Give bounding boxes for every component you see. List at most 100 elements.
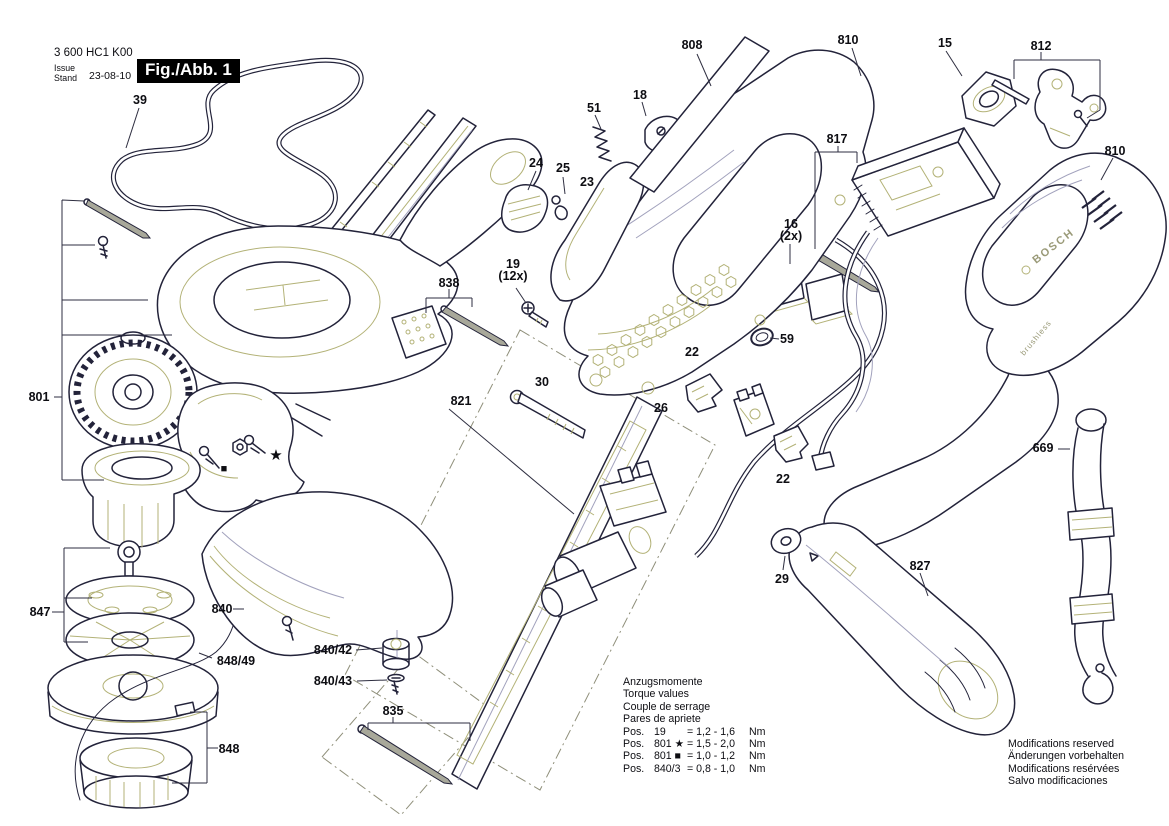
part-label-15: 15 xyxy=(938,36,952,50)
torque-row-pos: 19 xyxy=(654,725,666,738)
part-label-22-upper: 22 xyxy=(685,345,699,359)
part-label-817: 817 xyxy=(826,132,848,146)
notice-de: Änderungen vorbehalten xyxy=(1008,750,1125,763)
part-39-cable xyxy=(110,57,364,232)
part-835-pin xyxy=(357,724,454,785)
part-59-oring xyxy=(750,327,774,347)
part-827-tube xyxy=(788,522,1016,736)
part-26-spindle-cluster xyxy=(540,460,667,618)
part-25-link xyxy=(551,195,568,221)
part-label-16: 16(2x) xyxy=(779,217,803,243)
torque-row-unit: Nm xyxy=(749,762,766,775)
part-810-housing-right: BOSCH brushless xyxy=(823,152,1167,550)
torque-row-prefix: Pos. xyxy=(623,738,645,751)
part-label-19-qty: (12x) xyxy=(498,269,528,283)
part-30-bolt xyxy=(509,389,586,439)
issue-date: 23-08-10 xyxy=(89,70,132,82)
notice-en: Modifications reserved xyxy=(1008,738,1114,750)
torque-row-prefix: Pos. xyxy=(623,725,645,738)
torque-values-block: Anzugsmomente Torque values Couple de se… xyxy=(623,676,765,775)
torque-row-prefix: Pos. xyxy=(623,762,645,775)
part-840-guard xyxy=(201,491,454,695)
torque-title-de: Anzugsmomente xyxy=(623,676,703,688)
figure-label: Fig./Abb. 1 xyxy=(137,59,240,83)
part-51-spring xyxy=(592,126,612,162)
part-801-guard-assembly xyxy=(83,138,543,394)
part-label-669: 669 xyxy=(1032,441,1054,455)
part-label-835: 835 xyxy=(382,704,404,718)
torque-row: Pos. 19 = 1,2 - 1,6 Nm xyxy=(623,726,765,738)
torque-title-en: Torque values xyxy=(623,688,689,701)
torque-row-pos: 801 ■ xyxy=(654,750,682,763)
part-801-field-cup xyxy=(81,443,201,548)
part-label-801: 801 xyxy=(28,390,50,404)
part-label-810-right: 810 xyxy=(1104,144,1126,158)
torque-row-unit: Nm xyxy=(749,725,766,738)
part-817-module xyxy=(811,127,1001,471)
stand-word: Stand xyxy=(54,72,77,83)
torque-row: Pos. 840/3 = 0,8 - 1,0 Nm xyxy=(623,763,765,775)
part-15-cap xyxy=(961,71,1017,127)
part-26-switch xyxy=(733,383,775,437)
part-847-stack xyxy=(65,540,195,668)
part-22-clip-upper xyxy=(685,373,723,413)
part-label-19: 19(12x) xyxy=(498,257,528,283)
part-29-washer xyxy=(770,527,802,555)
torque-title-fr: Couple de serrage xyxy=(623,700,711,713)
part-label-24: 24 xyxy=(529,156,543,170)
part-label-840-43: 840/43 xyxy=(313,674,353,688)
part-label-812: 812 xyxy=(1030,39,1052,53)
part-669-strap xyxy=(1067,408,1117,705)
part-838-plate xyxy=(391,305,510,359)
part-19-screw xyxy=(521,301,549,328)
part-label-16-number: 16 xyxy=(784,217,798,231)
part-label-23: 23 xyxy=(580,175,594,189)
notice-es: Salvo modificaciones xyxy=(1008,774,1108,787)
part-22-clip-lower xyxy=(773,425,809,463)
part-label-19-number: 19 xyxy=(506,257,520,271)
part-808-sticker xyxy=(629,36,770,193)
torque-row-pos: 840/3 xyxy=(654,762,681,775)
torque-row: Pos. 801 ■ = 1,0 - 1,2 Nm xyxy=(623,750,765,762)
torque-row-pos: 801 ★ xyxy=(654,738,685,751)
product-code: 3 600 HC1 K00 xyxy=(54,47,133,59)
part-label-827: 827 xyxy=(909,559,931,573)
part-label-810-left: 810 xyxy=(837,33,859,47)
part-label-838: 838 xyxy=(438,276,460,290)
part-848-spool xyxy=(47,599,237,809)
part-24-cap xyxy=(500,184,549,233)
torque-row-prefix: Pos. xyxy=(623,750,645,763)
torque-title-es: Pares de apriete xyxy=(623,713,701,726)
torque-row-value: = 1,0 - 1,2 xyxy=(687,750,735,763)
issue-word: Issue xyxy=(54,63,76,73)
part-label-25: 25 xyxy=(556,161,570,175)
torque-row-unit: Nm xyxy=(749,738,766,751)
torque-row: Pos. 801 ★ = 1,5 - 2,0 Nm xyxy=(623,738,765,750)
part-label-59: 59 xyxy=(780,332,794,346)
part-label-16-qty: (2x) xyxy=(779,229,803,243)
part-label-26: 26 xyxy=(654,401,668,415)
square-marker-icon: ■ xyxy=(220,463,228,475)
notice-fr: Modifications resérvées xyxy=(1008,762,1120,775)
torque-row-unit: Nm xyxy=(749,750,766,763)
part-label-847: 847 xyxy=(29,605,51,619)
part-label-840: 840 xyxy=(211,602,233,616)
part-label-848-49: 848/49 xyxy=(216,654,256,668)
star-marker-icon: ★ xyxy=(269,447,283,464)
torque-row-value: = 0,8 - 1,0 xyxy=(687,762,735,775)
part-label-30: 30 xyxy=(535,375,549,389)
part-label-51: 51 xyxy=(587,101,601,115)
drive-cable xyxy=(694,237,887,558)
torque-row-value: = 1,5 - 2,0 xyxy=(687,738,735,751)
torque-row-value: = 1,2 - 1,6 xyxy=(687,725,735,738)
part-label-821: 821 xyxy=(450,394,472,408)
part-label-22-lower: 22 xyxy=(776,472,790,486)
leader-lines xyxy=(52,47,1114,784)
part-label-18: 18 xyxy=(633,88,647,102)
part-label-848: 848 xyxy=(218,742,240,756)
part-label-29: 29 xyxy=(775,572,789,586)
part-label-840-42: 840/42 xyxy=(313,643,353,657)
issue-stand-label: Issue Stand xyxy=(54,63,77,83)
